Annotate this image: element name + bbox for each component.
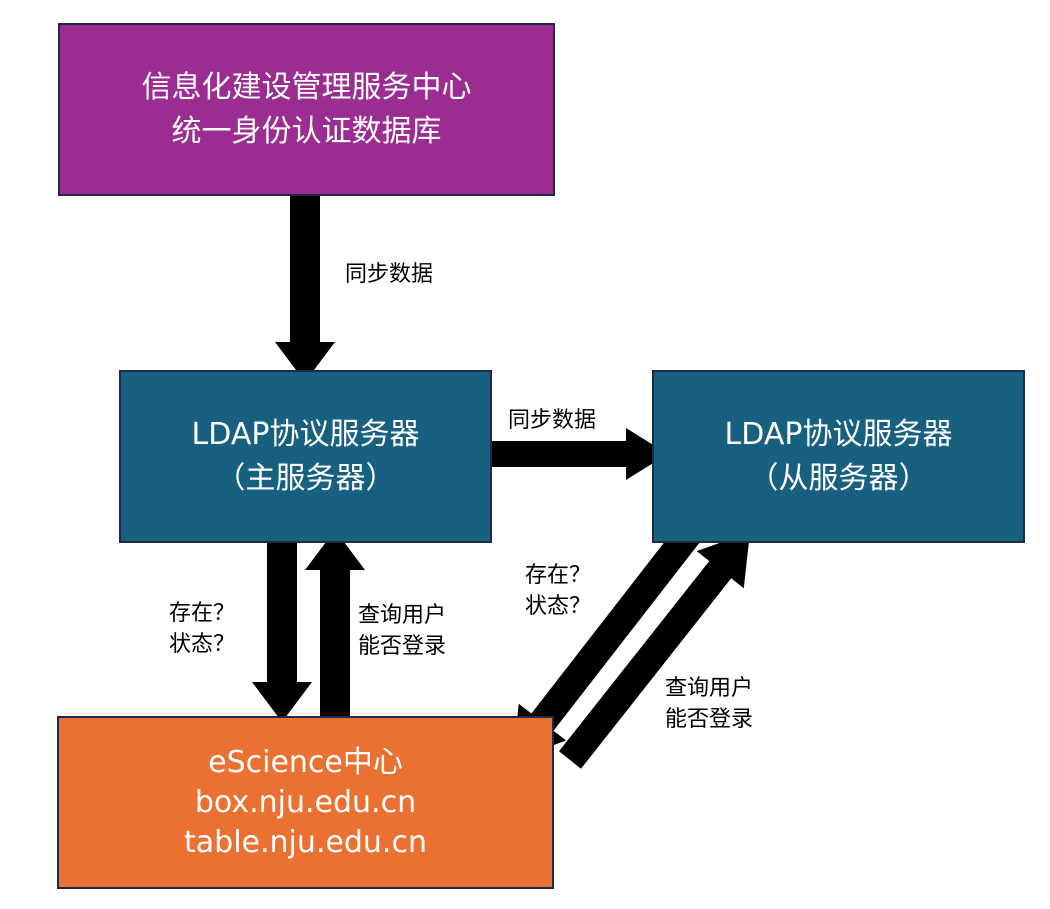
escience-line-3: table.nju.edu.cn — [184, 824, 427, 860]
can-login-text: 能否登录 — [358, 634, 447, 659]
sync-data-label-vertical: 同步数据 — [345, 259, 433, 290]
slave-server-box: LDAP协议服务器 （从服务器） — [652, 370, 1025, 543]
exists-question: 存在？ — [169, 601, 236, 626]
sync-data-label-text: 同步数据 — [345, 262, 434, 287]
escience-to-master-arrow — [305, 530, 365, 722]
escience-box: eScience中心 box.nju.edu.cn table.nju.edu.… — [57, 716, 554, 889]
can-login-text: 能否登录 — [665, 707, 754, 732]
right-exists-status-label: 存在？ 状态？ — [525, 560, 591, 622]
left-query-login-label: 查询用户 能否登录 — [358, 600, 446, 662]
master-server-box: LDAP协议服务器 （主服务器） — [119, 370, 492, 543]
master-server-line-2: （主服务器） — [215, 460, 396, 496]
master-to-escience-arrow — [252, 530, 312, 722]
sync-right-arrow — [475, 428, 668, 480]
escience-line-2: box.nju.edu.cn — [194, 784, 417, 820]
exists-question: 存在？ — [525, 563, 592, 588]
slave-server-line-1: LDAP协议服务器 — [724, 416, 953, 452]
left-exists-status-label: 存在？ 状态？ — [169, 598, 235, 660]
database-box-line-2: 统一身份认证数据库 — [171, 113, 442, 149]
database-box-line-1: 信息化建设管理服务中心 — [141, 69, 472, 105]
query-user-text: 查询用户 — [358, 603, 447, 628]
status-question: 状态？ — [169, 632, 236, 657]
database-box: 信息化建设管理服务中心 统一身份认证数据库 — [58, 23, 555, 196]
slave-to-escience-arrow — [513, 523, 702, 760]
sync-data-label-text: 同步数据 — [508, 408, 597, 433]
sync-data-label-horizontal: 同步数据 — [508, 405, 596, 436]
right-query-login-label: 查询用户 能否登录 — [665, 673, 753, 735]
escience-line-1: eScience中心 — [208, 744, 403, 780]
sync-down-arrow — [275, 188, 335, 382]
escience-to-slave-arrow — [559, 532, 750, 769]
master-server-line-1: LDAP协议服务器 — [191, 416, 420, 452]
status-question: 状态？ — [525, 594, 592, 619]
query-user-text: 查询用户 — [665, 676, 754, 701]
slave-server-line-2: （从服务器） — [748, 460, 929, 496]
